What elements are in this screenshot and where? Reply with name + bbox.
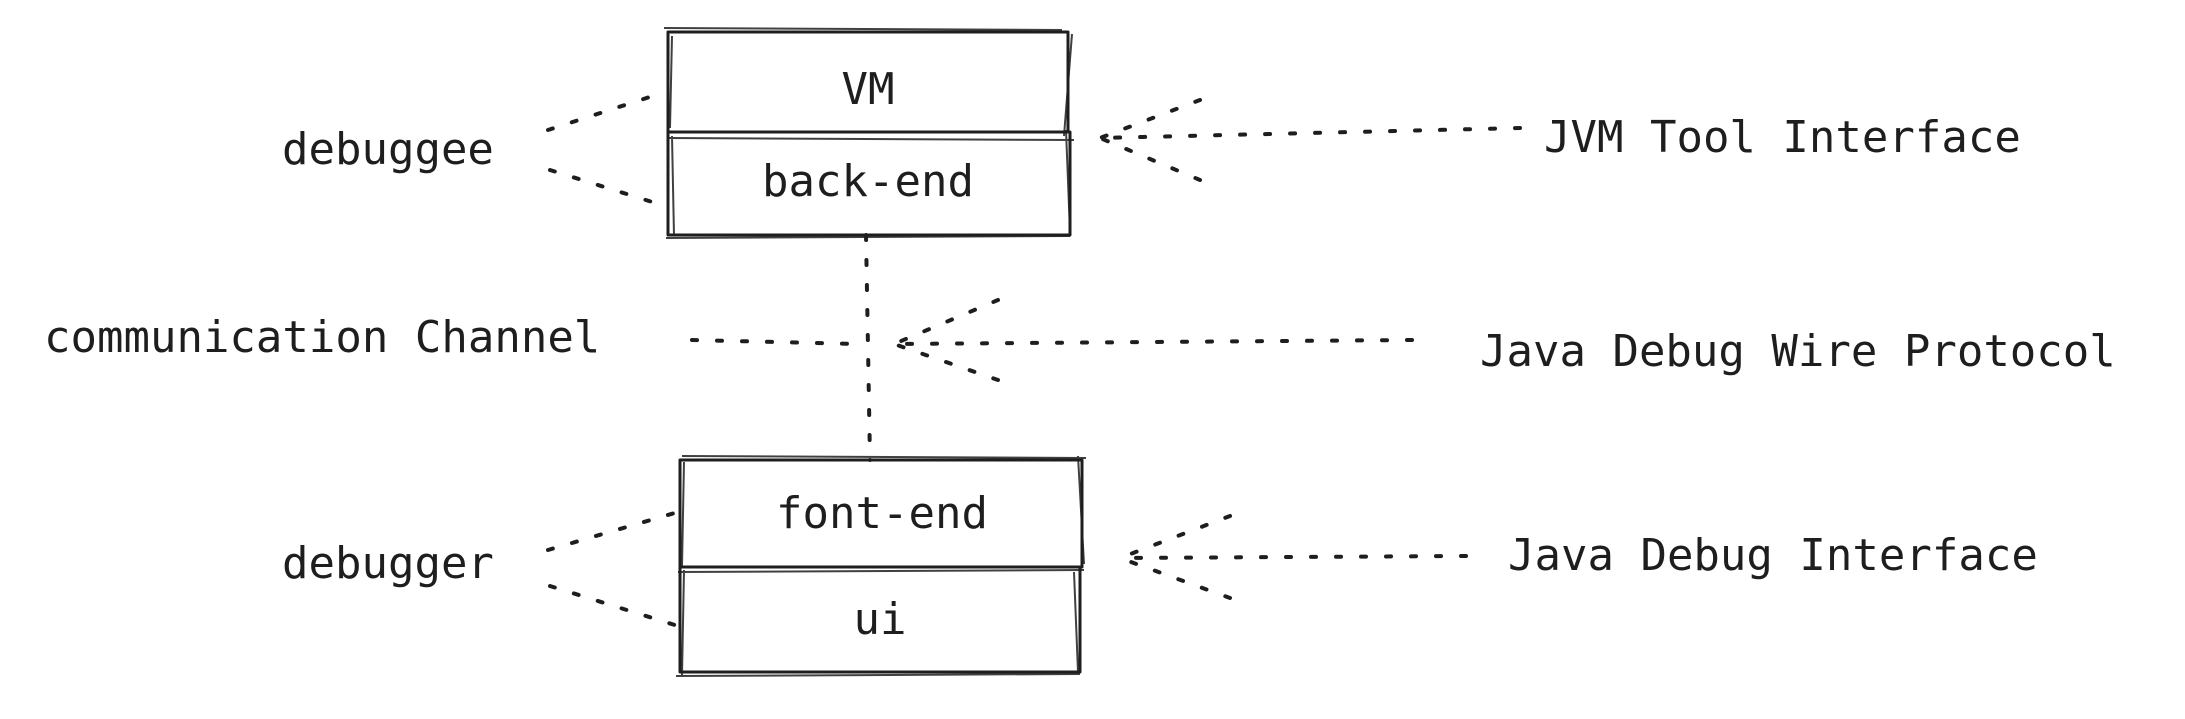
java-debug-interface-label: Java Debug Interface — [1508, 530, 2038, 581]
front-end-box-sketch-lines — [681, 455, 1087, 567]
jvm-tool-interface-arrowhead-upper — [1098, 98, 1202, 140]
debuggee-label: debuggee — [282, 124, 494, 175]
jdi-arrowhead-upper — [1118, 514, 1232, 560]
ui-label: ui — [854, 594, 907, 645]
jvm-tool-interface-dotted-line — [1098, 126, 1522, 140]
debuggee-to-back-end-dotted-line — [548, 168, 667, 208]
jvm-tool-interface-label: JVM Tool Interface — [1544, 112, 2021, 163]
back-end-box — [666, 130, 1072, 237]
debugger-connectors — [546, 510, 680, 628]
ui-box — [678, 565, 1082, 674]
java-debug-wire-protocol-label: Java Debug Wire Protocol — [1480, 326, 2116, 377]
debuggee-connectors — [546, 90, 667, 208]
debugger-label: debugger — [282, 538, 494, 589]
debuggee-to-vm-dotted-line — [546, 90, 667, 132]
jvm-tool-interface-arrow — [1098, 98, 1522, 182]
debugger-box-group: font-end ui — [675, 455, 1087, 677]
jdi-dotted-line — [1118, 554, 1468, 560]
communication-channel-pointer — [690, 338, 862, 346]
vm-label: VM — [842, 64, 895, 115]
back-end-label: back-end — [762, 156, 974, 207]
jdi-arrowhead-lower — [1118, 556, 1232, 600]
front-end-label: font-end — [776, 488, 988, 539]
jvm-tool-interface-arrowhead-lower — [1098, 136, 1202, 182]
vm-box-sketch-lines — [663, 27, 1073, 137]
back-end-box-sketch-lines — [665, 129, 1075, 239]
debugger-to-front-end-dotted-line — [546, 510, 680, 552]
communication-channel-dotted-line — [864, 233, 872, 462]
jdi-arrow — [1118, 514, 1468, 600]
jdwp-dotted-line — [892, 338, 1414, 346]
debuggee-box-group: VM back-end — [663, 27, 1075, 239]
ui-box-sketch-lines — [675, 569, 1085, 677]
debugger-to-ui-dotted-line — [548, 584, 680, 628]
jdwp-arrow — [892, 298, 1414, 382]
jdwp-arrowhead-lower — [892, 342, 1000, 382]
communication-channel-label: communication Channel — [44, 312, 600, 363]
jdwp-arrowhead-upper — [892, 298, 1000, 346]
